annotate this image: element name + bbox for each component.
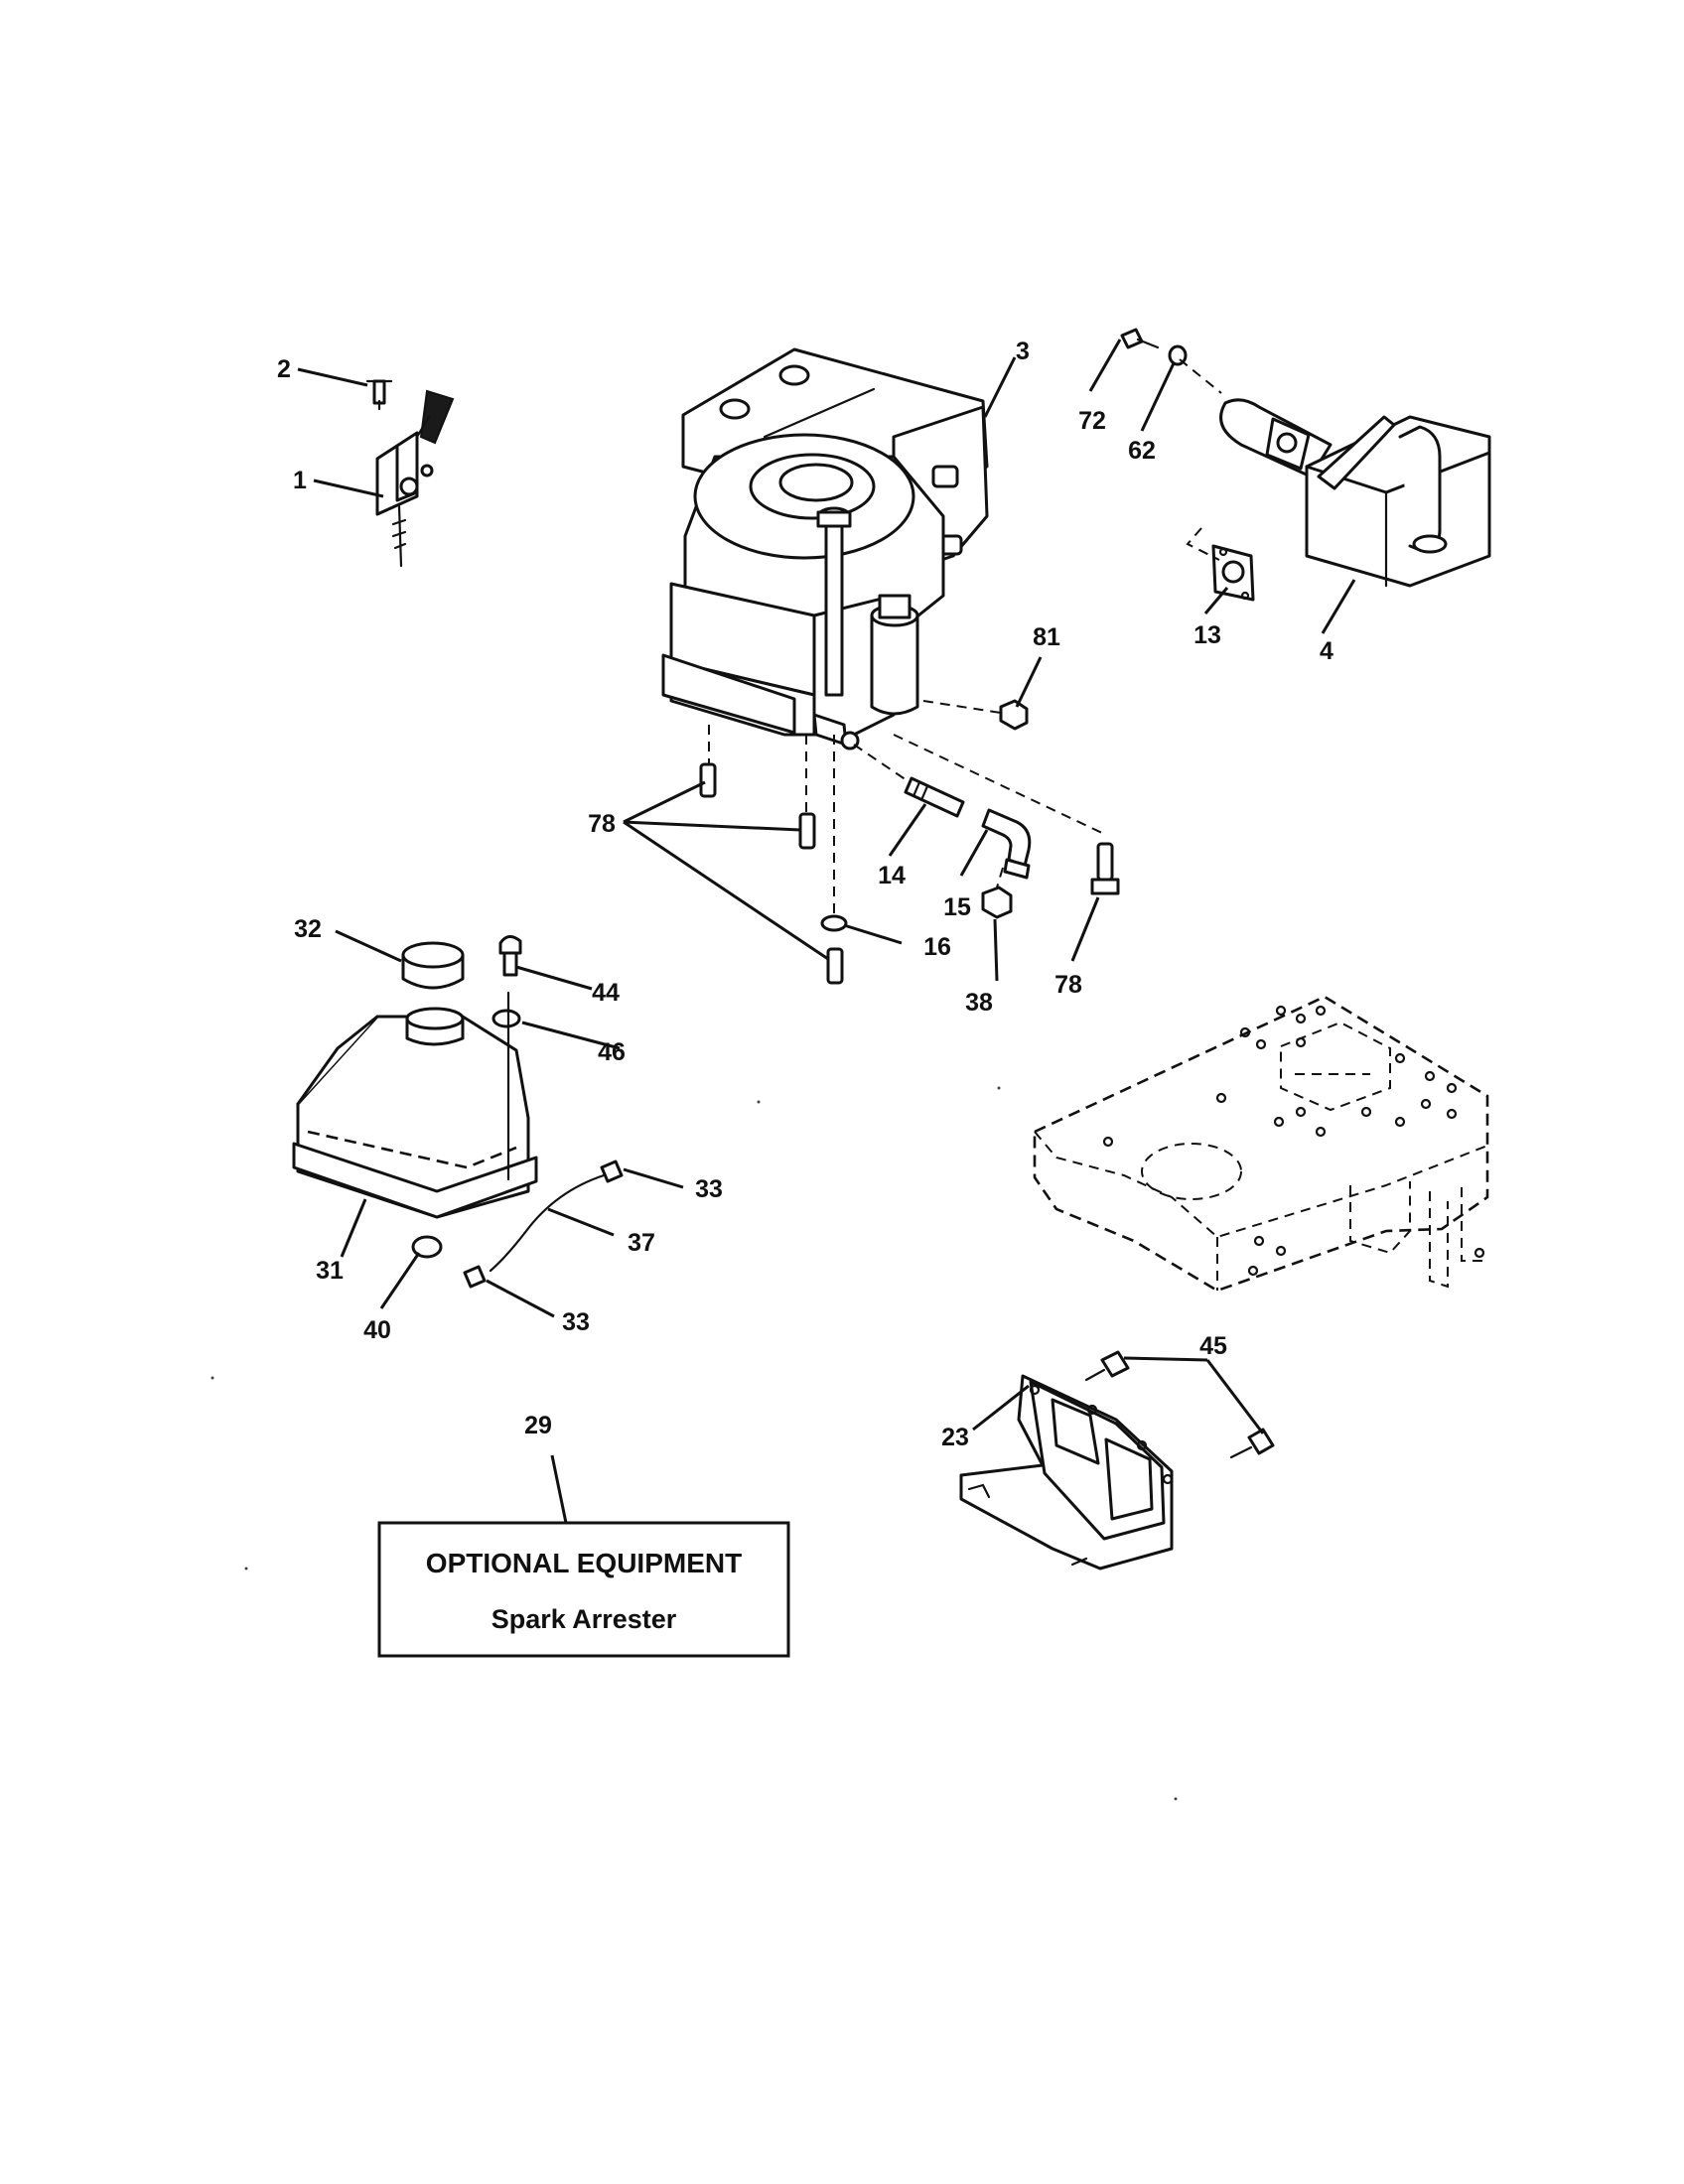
assembly-lines	[708, 358, 1222, 917]
callout-46: 46	[598, 1038, 626, 1066]
callout-45: 45	[1199, 1332, 1227, 1360]
nut-part-81	[999, 699, 1029, 731]
callout-2: 2	[277, 355, 291, 383]
callout-62: 62	[1128, 437, 1156, 465]
engine-part	[661, 347, 989, 751]
spark-arrester-label: Spark Arrester	[491, 1604, 677, 1634]
callout-4: 4	[1320, 637, 1333, 665]
callout-14: 14	[878, 862, 906, 889]
heat-shield-screw-upper	[1084, 1350, 1130, 1382]
fuel-cap-part	[401, 941, 465, 990]
tank-washer-part	[491, 1009, 521, 1028]
callout-37: 37	[628, 1229, 655, 1257]
callout-33-upper: 33	[695, 1175, 723, 1203]
optional-equipment-box: OPTIONAL EQUIPMENT Spark Arrester	[377, 1521, 790, 1658]
muffler-part	[1219, 398, 1491, 588]
drain-pipe-part	[904, 776, 965, 818]
heat-shield-screw-lower	[1229, 1428, 1275, 1459]
callout-3: 3	[1016, 338, 1030, 365]
callout-29: 29	[524, 1412, 552, 1439]
callout-15: 15	[943, 893, 971, 921]
engine-mounting-bolts	[699, 762, 1120, 985]
fuel-line-part	[489, 1173, 606, 1273]
callout-72: 72	[1078, 407, 1106, 435]
callout-31: 31	[316, 1257, 344, 1285]
callout-16: 16	[923, 933, 951, 961]
callout-labels: 2 1 3 72 62 13 4 81 78 14 15 16 38 78 32…	[277, 338, 1333, 1451]
engine-mount-plate	[1033, 995, 1489, 1293]
hose-clamp-part-upper	[600, 1160, 624, 1183]
optional-equipment-title: OPTIONAL EQUIPMENT	[426, 1548, 742, 1578]
callout-33-lower: 33	[562, 1308, 590, 1336]
heat-shield-part	[959, 1374, 1174, 1570]
drain-elbow-part	[981, 808, 1032, 880]
hose-clamp-part-lower	[463, 1265, 487, 1289]
leader-lines	[297, 339, 1356, 1524]
callout-1: 1	[293, 467, 307, 494]
tank-bushing-part	[411, 1235, 443, 1259]
callout-38: 38	[965, 989, 993, 1017]
callout-32: 32	[294, 915, 322, 943]
callout-44: 44	[592, 979, 620, 1007]
tank-screw-part	[498, 935, 522, 977]
callout-40: 40	[363, 1316, 391, 1344]
washer-part-16	[820, 914, 848, 932]
fuel-tank-part	[292, 991, 538, 1219]
callout-23: 23	[941, 1424, 969, 1451]
drain-cap-part	[981, 886, 1013, 919]
callout-13: 13	[1193, 621, 1221, 649]
exhaust-gasket-part	[1211, 544, 1255, 602]
callout-78-right: 78	[1054, 971, 1082, 999]
throttle-control-part	[365, 379, 455, 568]
callout-81: 81	[1033, 623, 1060, 651]
scan-specks	[210, 1086, 1178, 1801]
exhaust-bolt-part	[1120, 328, 1160, 349]
callout-78-left: 78	[588, 810, 616, 838]
